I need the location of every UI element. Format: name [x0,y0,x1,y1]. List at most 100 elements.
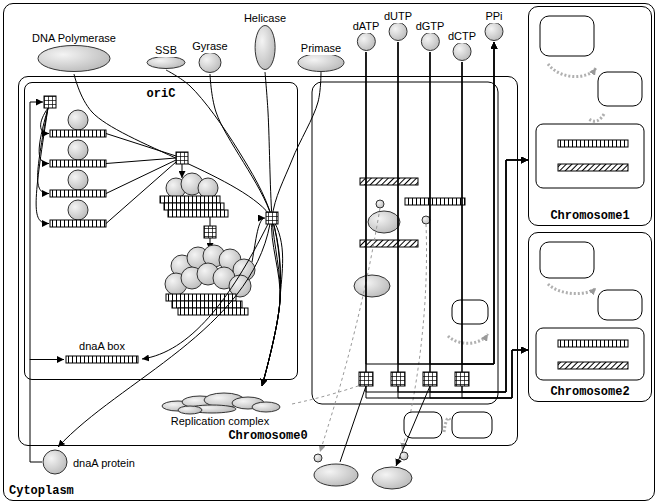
dna-strand [166,294,236,301]
node-label: dUTP [383,10,413,23]
node-label: dnaA box [78,340,126,353]
small-molecule [376,200,384,208]
node-label: oriC [146,87,177,101]
process-arc [182,164,183,178]
molecule-shape [43,450,67,474]
molecule-shape [178,406,202,414]
compartment-box: dnaA boxoriCReplication complexChromosom… [18,76,518,446]
label-holder: DNA Polymerase [22,30,126,45]
release-arc [292,386,358,404]
label-holder: Primase [296,40,346,55]
dnaa-molecule [198,178,218,198]
reaction-arc [262,72,321,386]
small-molecule [400,452,408,460]
dna-strand [160,196,220,203]
molecule-shape [421,33,439,51]
molecule-node: Gyrase [188,38,232,74]
dna-box [536,124,644,188]
dnaa-molecule [68,170,88,190]
label-holder: dCTP [444,28,480,43]
molecule-shape [298,54,344,72]
transition-square [204,226,216,238]
node-label: dCTP [447,30,477,43]
expression-arc [548,284,596,294]
dna-box [536,328,644,380]
dnaa-molecule [68,110,88,130]
molecule-node: dGTP [412,18,449,52]
reaction-arc [366,52,528,392]
dnaa-molecule [68,200,88,220]
node-label: Chromosome2 [549,385,630,399]
transition-square [176,152,188,164]
label-holder: PPi [480,8,508,23]
molecule-shape [255,26,275,70]
reaction-arc [398,42,494,364]
dna-strand [66,356,138,363]
dna-strand [168,210,228,217]
label-holder: dnaA box [64,338,140,353]
dna-strand [558,362,628,369]
molecule-shape [252,402,280,412]
transition-square [266,212,278,224]
node-label: Helicase [243,12,287,25]
label-holder: Cytoplasm [8,482,75,498]
reaction-arc [430,52,528,398]
node-label: dGTP [415,20,446,33]
dna-strand [164,203,224,210]
label-holder: Chromosome2 [529,383,651,399]
molecule-node: dATP [349,18,384,52]
small-molecule [422,216,430,224]
dna-strand [558,140,628,147]
process-arc [36,108,49,224]
dna-strand [50,190,106,197]
transition-square [391,372,405,386]
expression-arc [448,334,488,343]
node-label: Replication complex [170,415,270,428]
node-label: DNA Polymerase [31,32,117,45]
reaction-arc [166,70,280,386]
transition-square [423,372,437,386]
process-box [312,82,498,404]
transition-square [44,96,56,108]
molecule-node: PPi [480,8,508,42]
dna-strand [558,164,628,171]
dna-strand [360,178,418,185]
dna-strand [50,130,106,137]
compartment-box: DNA PolymeraseSSBGyrase HelicasePrimase dA… [3,3,655,501]
node-label: Cytoplasm [8,484,75,498]
gene-box [598,72,642,106]
node-label: PPi [484,10,503,23]
label-holder: oriC [25,85,297,101]
expression-arc [444,418,450,432]
release-arc [320,208,380,452]
molecule-node: DNA Polymerase [22,30,126,74]
complex-node: Replication complex [150,386,290,428]
molecule-node: SSB [146,42,186,70]
reaction-arc [210,74,281,386]
process-arc [210,217,211,226]
molecule-shape [357,33,375,51]
gene-box [598,290,642,320]
reaction-arc [366,52,528,398]
dna-strand [178,308,248,315]
expression-arc [588,114,604,121]
reaction-arc [74,74,283,386]
gene-box [452,412,492,438]
reaction-arc [30,360,64,463]
enzyme-shape [368,211,400,233]
label-holder: dATP [349,18,384,33]
molecule-node: dCTP [444,28,480,62]
molecule-shape [485,23,503,41]
label-holder: Gyrase [188,38,232,53]
label-holder: Helicase [240,10,290,25]
transition-square [359,372,373,386]
dna-strand [50,220,106,227]
reaction-arc [366,42,494,364]
process-arc [30,102,43,360]
node-label: dATP [352,20,381,33]
node-label: Chromosome1 [549,209,630,223]
compartment-box: Chromosome2 [528,232,652,402]
molecule-node: Helicase [240,10,290,72]
